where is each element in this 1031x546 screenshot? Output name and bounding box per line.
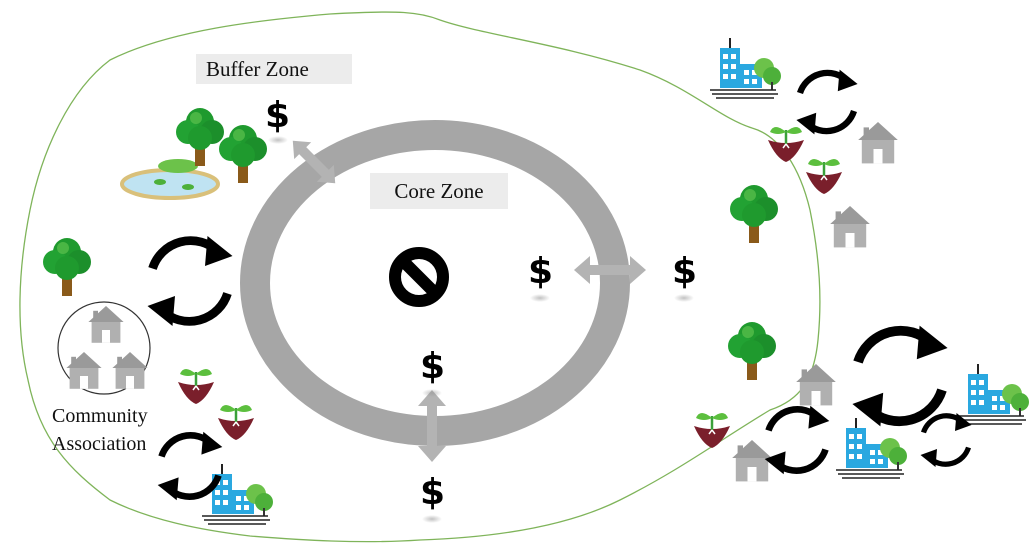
- cycle-arrows-icon: [765, 406, 830, 474]
- community-circle: [57, 301, 151, 395]
- buffer-zone-boundary: [19, 11, 821, 543]
- dollar-icon: $: [528, 251, 553, 292]
- tree-icon: [219, 125, 267, 183]
- cycle-arrows-icon: [796, 70, 857, 135]
- buffer-zone-label: Buffer Zone: [196, 54, 352, 84]
- core-zone-label: Core Zone: [370, 173, 508, 209]
- community-label-line2: Association: [52, 433, 147, 455]
- house-icon: [732, 440, 772, 482]
- dollar-icon: $: [420, 472, 445, 513]
- exchange-arrow-topleft: [292, 140, 336, 184]
- sprout-icon: [216, 403, 256, 442]
- no-entry-icon: [389, 247, 449, 307]
- dollar-icon: $: [420, 346, 445, 387]
- cycle-arrows-icon: [158, 432, 223, 500]
- sprout-icon: [692, 411, 732, 450]
- pond-icon: [120, 159, 220, 200]
- city-icon: [709, 37, 782, 99]
- house-icon: [858, 122, 898, 164]
- tree-icon: [43, 238, 91, 296]
- city-icon: [201, 463, 274, 525]
- community-label-line1: Community: [52, 405, 148, 427]
- dollar-icon: $: [265, 95, 290, 136]
- sprout-icon: [766, 125, 806, 164]
- city-icon: [957, 363, 1030, 425]
- community-association-label: Community Association: [52, 402, 148, 458]
- house-icon: [112, 352, 148, 389]
- city-icon: [835, 417, 908, 479]
- house-icon: [830, 206, 870, 248]
- tree-icon: [730, 185, 778, 243]
- house-icon: [796, 364, 836, 406]
- tree-icon: [728, 322, 776, 380]
- dollar-icon: $: [672, 251, 697, 292]
- tree-icon: [176, 108, 224, 166]
- house-icon: [88, 306, 124, 343]
- cycle-arrows-icon: [148, 236, 233, 326]
- house-icon: [66, 352, 102, 389]
- cycle-arrows-icon: [852, 326, 947, 427]
- sprout-icon: [176, 367, 216, 406]
- sprout-icon: [804, 157, 844, 196]
- cycle-arrows-icon: [921, 413, 972, 467]
